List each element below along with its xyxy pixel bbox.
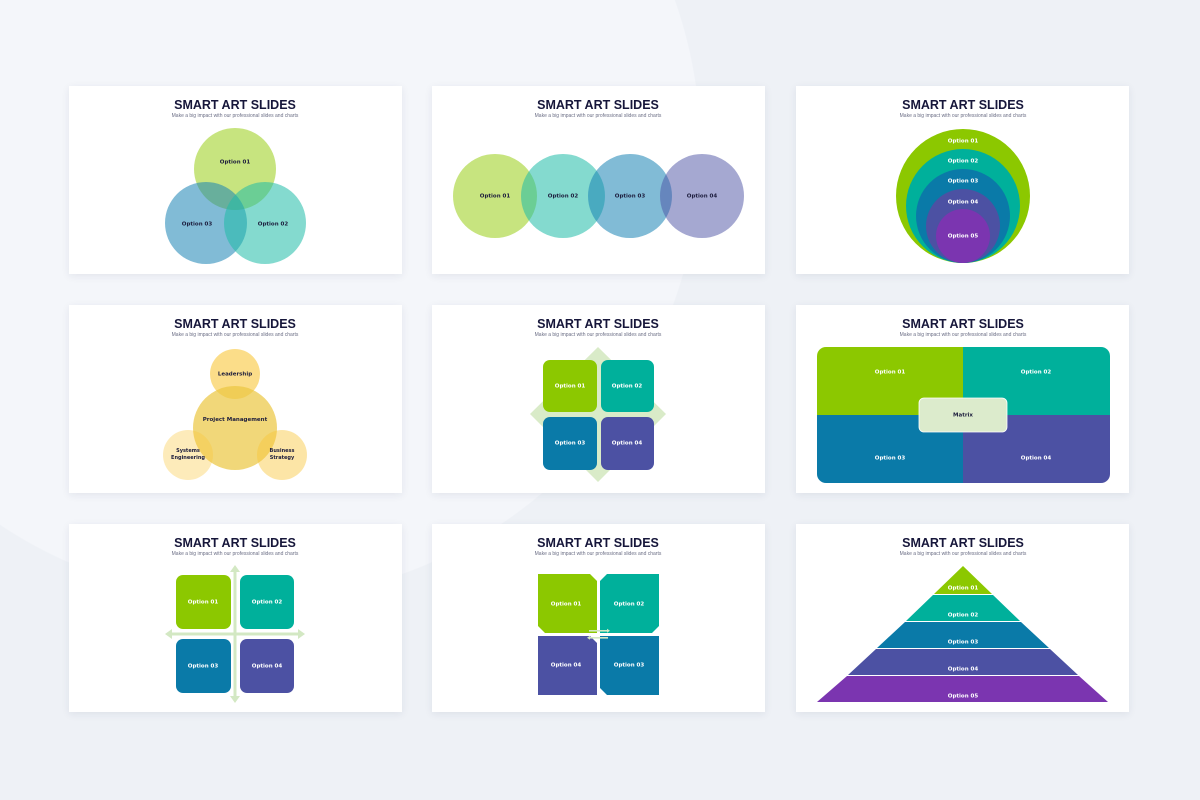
arrowheads	[165, 565, 305, 703]
cycle-label-1: Option 01	[551, 602, 582, 608]
circle-4	[660, 154, 744, 238]
axis-box-3	[176, 639, 231, 693]
slide-title: SMART ART SLIDES	[537, 98, 659, 112]
cluster-label-leadership: Leadership	[218, 372, 252, 378]
slide-title: SMART ART SLIDES	[902, 536, 1024, 550]
cluster-label-project-management: Project Management	[202, 417, 268, 423]
slide-nested-circles[interactable]: SMART ART SLIDES Make a big impact with …	[796, 86, 1129, 274]
circle-label-2: Option 02	[548, 194, 579, 200]
matrix-label-2: Option 02	[1021, 370, 1052, 376]
axis-label-4: Option 04	[252, 664, 283, 670]
matrix-label-4: Option 04	[1021, 456, 1052, 462]
circle-label-4: Option 04	[687, 194, 718, 200]
cluster-circle-business-strategy	[257, 430, 307, 480]
axis-label-3: Option 03	[188, 664, 219, 670]
grid-box-2	[601, 360, 654, 412]
slide-linked-circles[interactable]: SMART ART SLIDES Make a big impact with …	[432, 86, 765, 274]
pyramid-level-4	[848, 649, 1078, 675]
grid-label-2: Option 02	[612, 384, 643, 390]
venn-label-1: Option 01	[220, 160, 251, 166]
venn-circle-2	[224, 182, 306, 264]
slide-subtitle: Make a big impact with our professional …	[535, 551, 662, 557]
pyramid-label-5: Option 05	[948, 694, 979, 700]
slide-title: SMART ART SLIDES	[537, 536, 659, 550]
pyramid-level-5	[817, 676, 1108, 702]
pyramid-level-1	[934, 566, 992, 594]
circle-1	[453, 154, 537, 238]
pyramid-label-1: Option 01	[948, 586, 979, 592]
cycle-box-3	[600, 636, 659, 695]
grid-label-3: Option 03	[555, 441, 586, 447]
slide-cycle-grid[interactable]: SMART ART SLIDES Make a big impact with …	[432, 524, 765, 712]
grid-box-4	[601, 417, 654, 470]
slide-diamond-grid[interactable]: SMART ART SLIDES Make a big impact with …	[432, 305, 765, 493]
cycle-box-4	[538, 636, 597, 695]
nested-label-5: Option 05	[948, 234, 979, 240]
pyramid-label-2: Option 02	[948, 613, 979, 619]
slide-subtitle: Make a big impact with our professional …	[900, 113, 1027, 119]
cycle-label-3: Option 03	[614, 663, 645, 669]
cluster-circle-systems-engineering	[163, 430, 213, 480]
grid-label-1: Option 01	[555, 384, 586, 390]
axis-label-1: Option 01	[188, 600, 219, 606]
circle-label-3: Option 03	[615, 194, 646, 200]
cycle-label-4: Option 04	[551, 663, 582, 669]
matrix-center-box	[918, 397, 1008, 433]
slide-subtitle: Make a big impact with our professional …	[535, 332, 662, 338]
slide-subtitle: Make a big impact with our professional …	[900, 332, 1027, 338]
venn-label-3: Option 03	[182, 222, 213, 228]
pyramid-level-3	[877, 622, 1049, 648]
slide-title: SMART ART SLIDES	[174, 317, 296, 331]
swap-arrows-icon	[587, 628, 610, 640]
slide-cluster[interactable]: SMART ART SLIDES Make a big impact with …	[69, 305, 402, 493]
slide-subtitle: Make a big impact with our professional …	[535, 113, 662, 119]
axis-box-4	[240, 639, 294, 693]
nested-label-2: Option 02	[948, 159, 979, 165]
cluster-label-systems-engineering: Systems Engineering	[171, 448, 205, 461]
cycle-box-2	[600, 574, 659, 633]
nested-circle-5	[936, 209, 990, 263]
axis-arrows	[170, 570, 300, 698]
cluster-label-business-strategy: Business Strategy	[269, 448, 295, 461]
slide-matrix[interactable]: SMART ART SLIDES Make a big impact with …	[796, 305, 1129, 493]
grid-box-1	[543, 360, 597, 412]
cluster-circle-project-management	[193, 386, 277, 470]
matrix-center-label: Matrix	[953, 413, 973, 419]
slide-subtitle: Make a big impact with our professional …	[900, 551, 1027, 557]
slide-subtitle: Make a big impact with our professional …	[172, 551, 299, 557]
slide-venn-3[interactable]: SMART ART SLIDES Make a big impact with …	[69, 86, 402, 274]
slide-subtitle: Make a big impact with our professional …	[172, 113, 299, 119]
axis-box-1	[176, 575, 231, 629]
nested-label-1: Option 01	[948, 139, 979, 145]
axis-box-2	[240, 575, 294, 629]
circle-label-1: Option 01	[480, 194, 511, 200]
venn-label-2: Option 02	[258, 222, 289, 228]
pyramid-level-2	[906, 595, 1020, 621]
cycle-box-1	[538, 574, 597, 633]
slide-pyramid[interactable]: SMART ART SLIDES Make a big impact with …	[796, 524, 1129, 712]
slide-title: SMART ART SLIDES	[537, 317, 659, 331]
cycle-label-2: Option 02	[614, 602, 645, 608]
venn-circle-3	[165, 182, 247, 264]
circle-2	[521, 154, 605, 238]
cluster-circle-leadership	[210, 349, 260, 399]
slide-title: SMART ART SLIDES	[174, 536, 296, 550]
circle-3	[588, 154, 672, 238]
nested-label-4: Option 04	[948, 200, 979, 206]
slide-axis-grid[interactable]: SMART ART SLIDES Make a big impact with …	[69, 524, 402, 712]
matrix-label-3: Option 03	[875, 456, 906, 462]
slide-title: SMART ART SLIDES	[902, 98, 1024, 112]
slide-subtitle: Make a big impact with our professional …	[172, 332, 299, 338]
slide-title: SMART ART SLIDES	[174, 98, 296, 112]
pyramid-label-3: Option 03	[948, 640, 979, 646]
pyramid-label-4: Option 04	[948, 667, 979, 673]
slide-title: SMART ART SLIDES	[902, 317, 1024, 331]
grid-label-4: Option 04	[612, 441, 643, 447]
nested-label-3: Option 03	[948, 179, 979, 185]
grid-box-3	[543, 417, 597, 470]
matrix-label-1: Option 01	[875, 370, 906, 376]
axis-label-2: Option 02	[252, 600, 283, 606]
